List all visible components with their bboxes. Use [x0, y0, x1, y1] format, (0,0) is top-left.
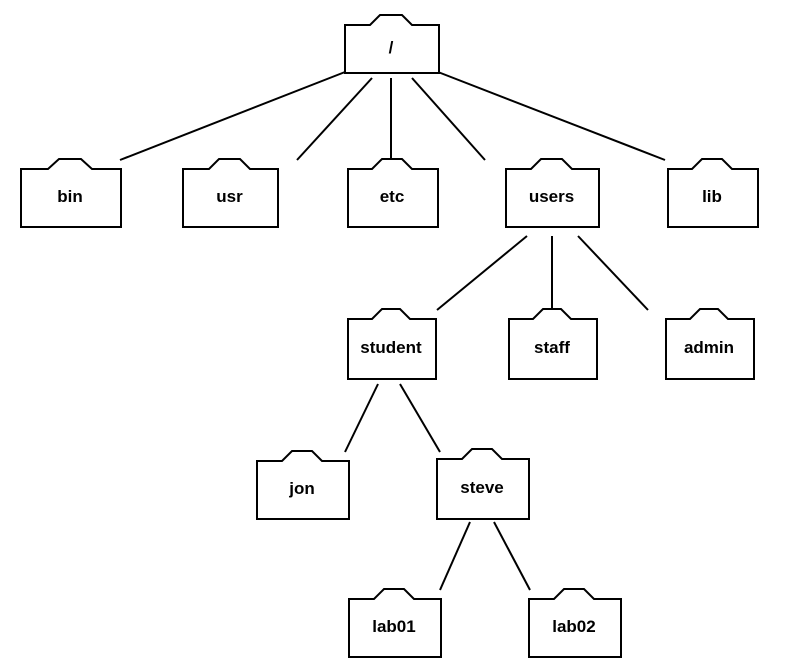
folder-node-lab01[interactable]: lab01: [348, 588, 442, 658]
folder-label-root: /: [388, 38, 394, 57]
folder-node-lib[interactable]: lib: [667, 158, 759, 228]
folder-label-lib: lib: [702, 187, 722, 206]
folder-icon: [344, 14, 440, 74]
folder-label-users: users: [528, 187, 575, 206]
folder-node-users[interactable]: users: [505, 158, 600, 228]
folder-node-etc[interactable]: etc: [347, 158, 439, 228]
folder-icon: [347, 308, 437, 380]
folder-label-admin: admin: [683, 338, 735, 357]
folder-icon: [256, 450, 350, 520]
folder-icon: [20, 158, 122, 228]
tree-edge-root-to-lib: [437, 71, 666, 161]
folder-node-jon[interactable]: jon: [256, 450, 350, 520]
folder-icon: [665, 308, 755, 380]
tree-edge-users-to-admin: [577, 235, 649, 311]
folder-label-lab01: lab01: [372, 617, 416, 636]
folder-icon: [347, 158, 439, 228]
folder-node-admin[interactable]: admin: [665, 308, 755, 380]
tree-edge-student-to-jon: [344, 383, 379, 453]
folder-icon: [508, 308, 598, 380]
folder-icon: [348, 588, 442, 658]
tree-edge-student-to-steve: [399, 383, 441, 453]
folder-label-student: student: [360, 338, 422, 357]
folder-label-etc: etc: [379, 187, 405, 206]
folder-node-bin[interactable]: bin: [20, 158, 122, 228]
folder-node-lab02[interactable]: lab02: [528, 588, 622, 658]
folder-icon: [436, 448, 530, 520]
folder-node-student[interactable]: student: [347, 308, 437, 380]
folder-icon: [505, 158, 600, 228]
folder-icon: [528, 588, 622, 658]
folder-node-root[interactable]: /: [344, 14, 440, 74]
tree-edge-root-to-users: [411, 77, 486, 161]
folder-label-bin: bin: [57, 187, 83, 206]
folder-node-staff[interactable]: staff: [508, 308, 598, 380]
folder-node-usr[interactable]: usr: [182, 158, 279, 228]
folder-icon: [182, 158, 279, 228]
folder-label-steve: steve: [460, 478, 504, 497]
folder-label-staff: staff: [534, 338, 570, 357]
folder-label-jon: jon: [289, 479, 315, 498]
tree-edge-steve-to-lab02: [493, 521, 531, 591]
tree-edge-root-to-bin: [119, 71, 346, 161]
folder-icon: [667, 158, 759, 228]
folder-label-lab02: lab02: [552, 617, 596, 636]
tree-edge-users-to-student: [436, 235, 528, 311]
tree-edge-steve-to-lab01: [439, 521, 471, 591]
tree-edge-root-to-usr: [296, 77, 373, 161]
folder-node-steve[interactable]: steve: [436, 448, 530, 520]
folder-label-usr: usr: [216, 187, 243, 206]
